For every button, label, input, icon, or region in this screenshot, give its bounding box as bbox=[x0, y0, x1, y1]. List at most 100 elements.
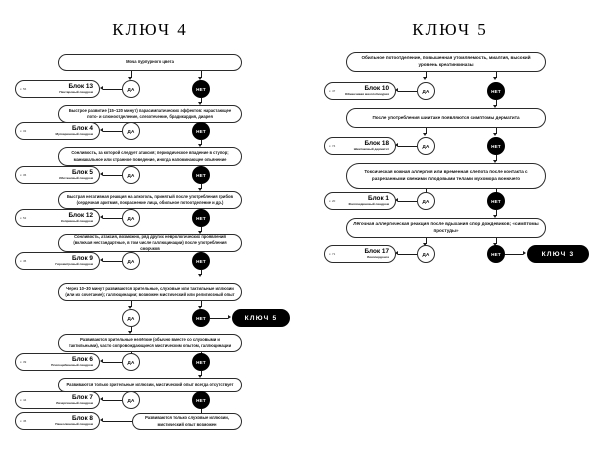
connector-line bbox=[201, 71, 202, 78]
block-badge[interactable]: с. 45 Блок 8 Панеолиновый синдром bbox=[15, 412, 100, 430]
connector-line bbox=[505, 254, 523, 255]
block-subtitle: Лизергиновый синдром bbox=[56, 400, 93, 405]
block-title: Блок 9 bbox=[71, 254, 93, 262]
decision-no[interactable]: НЕТ bbox=[192, 166, 210, 184]
block-badge[interactable]: с. 32 Блок 4 Мускариновый синдром bbox=[15, 122, 100, 140]
decision-no[interactable]: НЕТ bbox=[487, 192, 505, 210]
block-page-ref: с. 39 bbox=[20, 360, 27, 364]
decision-no[interactable]: НЕТ bbox=[487, 82, 505, 100]
connector-arrow bbox=[198, 274, 203, 277]
connector-arrow bbox=[128, 306, 133, 309]
decision-yes[interactable]: ДА bbox=[417, 137, 435, 155]
block-badge[interactable]: с. 44 Блок 7 Лизергиновый синдром bbox=[15, 391, 100, 409]
block-subtitle: Псилоцибиновый синдром bbox=[51, 362, 93, 367]
decision-no[interactable]: НЕТ bbox=[192, 391, 210, 409]
connector-line bbox=[103, 175, 122, 176]
connector-arrow bbox=[228, 315, 231, 320]
block-badge[interactable]: с. 71 Блок 17 Ликопердоноз bbox=[324, 245, 396, 263]
connector-arrow bbox=[423, 77, 428, 80]
connector-arrow bbox=[198, 144, 203, 147]
connector-arrow bbox=[198, 375, 203, 378]
connector-arrow bbox=[493, 215, 498, 218]
connector-arrow bbox=[423, 133, 428, 136]
block-badge[interactable]: с. 47 Блок 10 Обманчивая миоглобинурия bbox=[324, 82, 396, 100]
connector-arrow bbox=[100, 86, 103, 91]
block-title: Блок 12 bbox=[68, 211, 93, 219]
block-title: Блок 13 bbox=[68, 82, 93, 90]
connector-arrow bbox=[100, 215, 103, 220]
block-title: Блок 10 bbox=[364, 84, 389, 92]
decision-yes[interactable]: ДА bbox=[122, 122, 140, 140]
block-subtitle: Панеолиновый синдром bbox=[55, 421, 93, 426]
decision-no[interactable]: НЕТ bbox=[192, 209, 210, 227]
decision-no[interactable]: НЕТ bbox=[192, 252, 210, 270]
decision-yes[interactable]: ДА bbox=[122, 309, 140, 327]
block-subtitle: Фаллоидиновый синдром bbox=[348, 201, 389, 206]
block-badge[interactable]: с. 39 Блок 6 Псилоцибиновый синдром bbox=[15, 353, 100, 371]
connector-arrow bbox=[523, 251, 526, 256]
block-subtitle: Мускариновый синдром bbox=[55, 131, 93, 136]
block-page-ref: с. 52 bbox=[20, 216, 27, 220]
connector-arrow bbox=[100, 258, 103, 263]
connector-line bbox=[103, 218, 122, 219]
connector-line bbox=[496, 100, 497, 106]
block-badge[interactable]: с. 74 Блок 18 Шиитаковый дерматит bbox=[324, 137, 396, 155]
connector-line bbox=[426, 72, 427, 78]
question-box: Сонливость, атаксия, возможно, ряд други… bbox=[58, 234, 242, 252]
connector-line bbox=[496, 210, 497, 216]
block-badge[interactable]: с. 20 Блок 1 Фаллоидиновый синдром bbox=[324, 192, 396, 210]
decision-yes[interactable]: ДА bbox=[122, 166, 140, 184]
question-box: Через 10–30 минут развиваются зрительные… bbox=[58, 283, 242, 301]
connector-line bbox=[201, 98, 202, 103]
block-page-ref: с. 20 bbox=[329, 199, 336, 203]
decision-yes[interactable]: ДА bbox=[122, 252, 140, 270]
decision-yes[interactable]: ДА bbox=[122, 391, 140, 409]
decision-no[interactable]: НЕТ bbox=[487, 245, 505, 263]
question-box: После употребления шиитаке появляются си… bbox=[346, 108, 546, 128]
decision-yes[interactable]: ДА bbox=[417, 192, 435, 210]
block-page-ref: с. 71 bbox=[329, 252, 336, 256]
decision-no[interactable]: НЕТ bbox=[192, 309, 210, 327]
decision-no[interactable]: НЕТ bbox=[192, 353, 210, 371]
block-page-ref: с. 56 bbox=[20, 87, 27, 91]
connector-arrow bbox=[100, 418, 103, 423]
decision-yes[interactable]: ДА bbox=[417, 245, 435, 263]
block-subtitle: Копринный синдром bbox=[60, 218, 93, 223]
block-badge[interactable]: с. 45 Блок 9 Гиромитровый синдром bbox=[15, 252, 100, 270]
block-badge[interactable]: с. 52 Блок 12 Копринный синдром bbox=[15, 209, 100, 227]
question-box: Развиваются только зрительные иллюзии, м… bbox=[58, 378, 242, 392]
connector-line bbox=[201, 301, 202, 307]
block-badge[interactable]: с. 56 Блок 13 Пентаровый синдром bbox=[15, 80, 100, 98]
question-box: Сонливость, за которой следует атаксия; … bbox=[58, 147, 242, 166]
connector-line bbox=[103, 261, 122, 262]
block-title: Блок 8 bbox=[71, 414, 93, 422]
decision-yes[interactable]: ДА bbox=[417, 82, 435, 100]
block-title: Блок 6 bbox=[71, 355, 93, 363]
decision-no[interactable]: НЕТ bbox=[192, 122, 210, 140]
decision-yes[interactable]: ДА bbox=[122, 209, 140, 227]
connector-line bbox=[398, 201, 417, 202]
decision-yes[interactable]: ДА bbox=[122, 353, 140, 371]
question-box: Быстрое развитие (15–120 минут) парасимп… bbox=[58, 105, 242, 123]
connector-line bbox=[201, 270, 202, 275]
block-page-ref: с. 47 bbox=[329, 89, 336, 93]
decision-yes[interactable]: ДА bbox=[122, 80, 140, 98]
connector-arrow bbox=[128, 331, 133, 334]
block-page-ref: с. 36 bbox=[20, 173, 27, 177]
connector-line bbox=[201, 371, 202, 376]
connector-line bbox=[103, 400, 122, 401]
connector-line bbox=[201, 409, 202, 413]
connector-arrow bbox=[198, 231, 203, 234]
block-page-ref: с. 74 bbox=[329, 144, 336, 148]
connector-arrow bbox=[198, 306, 203, 309]
block-badge[interactable]: с. 36 Блок 5 Иботеновый синдром bbox=[15, 166, 100, 184]
decision-no[interactable]: НЕТ bbox=[192, 80, 210, 98]
connector-line bbox=[131, 301, 132, 307]
key-pill[interactable]: КЛЮЧ 5 bbox=[232, 309, 290, 327]
key-pill[interactable]: КЛЮЧ 3 bbox=[527, 245, 589, 263]
connector-line bbox=[103, 131, 122, 132]
block-page-ref: с. 45 bbox=[20, 419, 27, 423]
connector-arrow bbox=[128, 77, 133, 80]
decision-no[interactable]: НЕТ bbox=[487, 137, 505, 155]
connector-line bbox=[496, 72, 497, 78]
